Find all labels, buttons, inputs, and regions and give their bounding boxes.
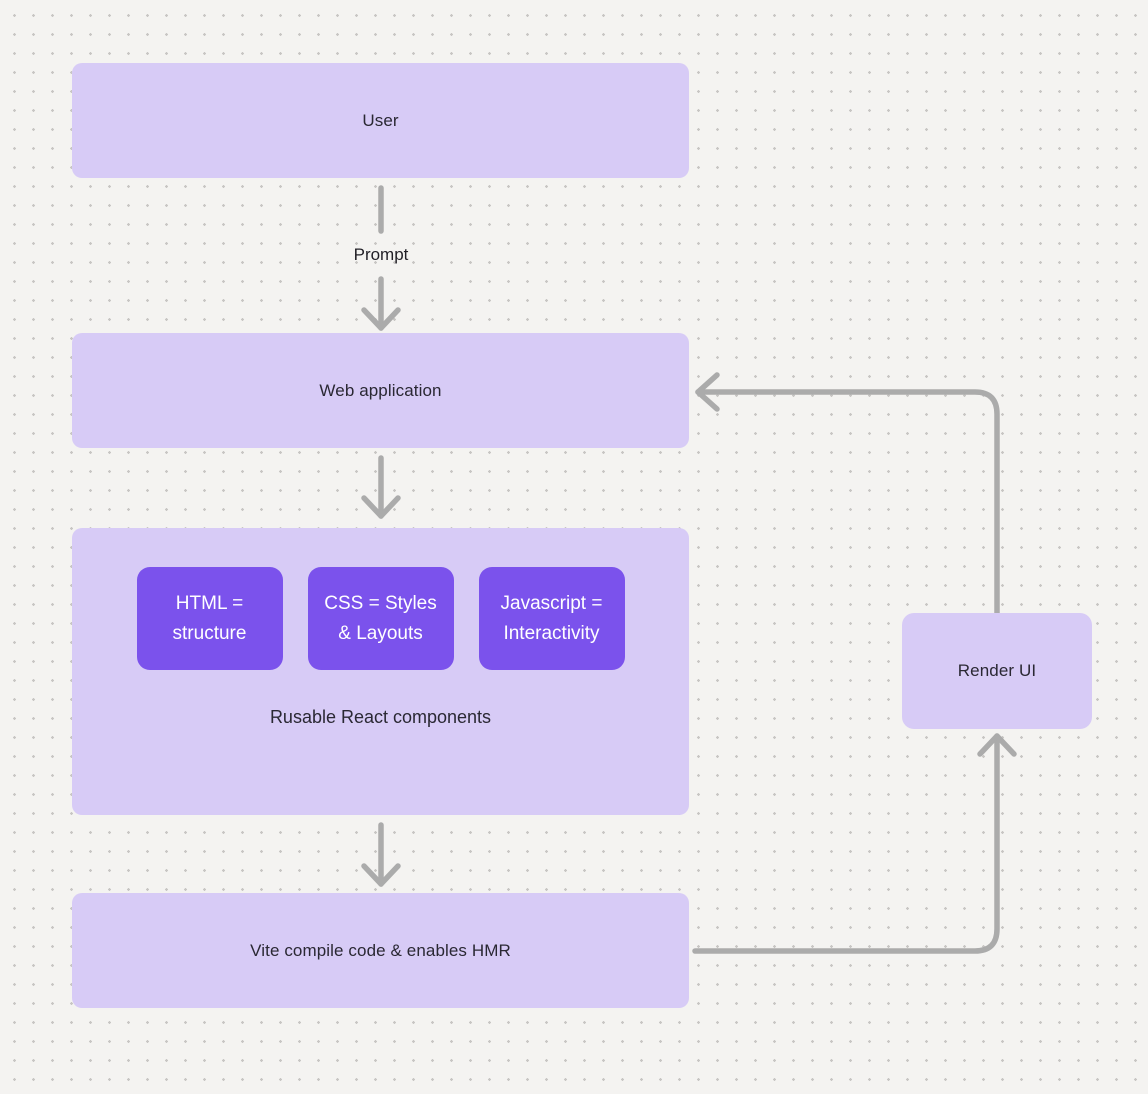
node-web-application-label: Web application: [319, 380, 442, 400]
node-user: User: [72, 63, 689, 178]
chip-html: HTML = structure: [136, 567, 283, 670]
node-render-ui: Render UI: [902, 613, 1092, 729]
chip-row: HTML = structure CSS = Styles & Layouts …: [136, 567, 625, 670]
node-vite: Vite compile code & enables HMR: [72, 893, 689, 1008]
arrowhead-left-webapp-icon: [695, 372, 720, 412]
node-components-group: HTML = structure CSS = Styles & Layouts …: [72, 528, 689, 815]
chip-css-line2: & Layouts: [338, 622, 423, 644]
components-group-caption: Rusable React components: [269, 707, 492, 727]
edge-vite-to-renderui: [692, 733, 1000, 954]
chip-javascript-line2: Interactivity: [503, 622, 600, 644]
node-vite-label: Vite compile code & enables HMR: [250, 940, 511, 960]
arrowhead-up-renderui-icon: [977, 733, 1017, 757]
edge-label-prompt: Prompt: [353, 245, 409, 264]
chip-html-line1: HTML =: [175, 592, 244, 614]
node-user-label: User: [362, 110, 399, 130]
chip-css-line1: CSS = Styles: [324, 592, 437, 614]
chip-javascript-line1: Javascript =: [500, 592, 603, 614]
node-web-application: Web application: [72, 333, 689, 448]
arrowhead-down-vite-icon: [361, 863, 401, 887]
chip-html-line2: structure: [172, 622, 247, 644]
node-render-ui-label: Render UI: [957, 661, 1037, 680]
edge-renderui-to-webapp: [695, 389, 1000, 616]
chip-javascript: Javascript = Interactivity: [478, 567, 625, 670]
chip-css: CSS = Styles & Layouts: [307, 567, 454, 670]
arrowhead-down-components-icon: [361, 495, 401, 519]
arrowhead-down-webapp-icon: [361, 307, 401, 331]
